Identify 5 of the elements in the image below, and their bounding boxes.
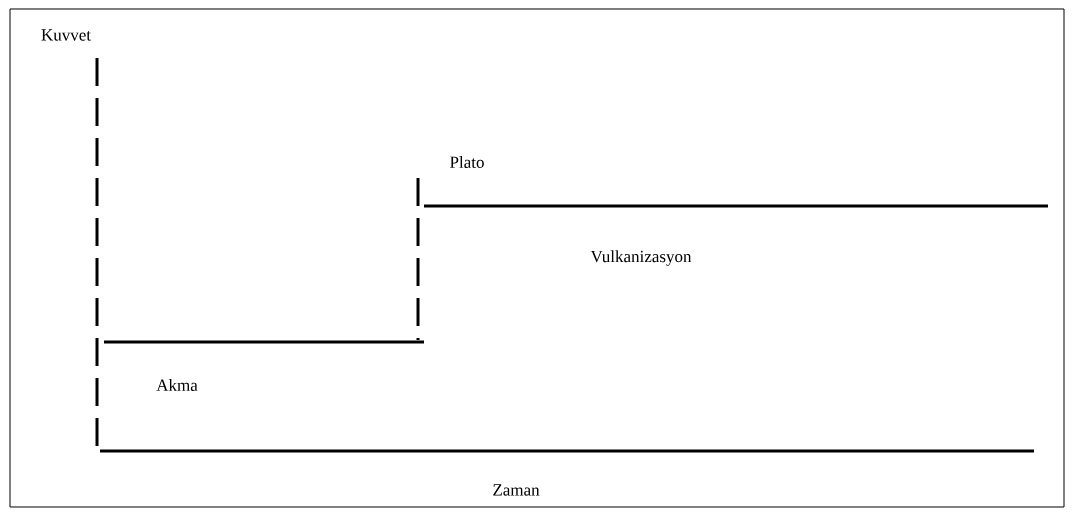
axis-label: Vulkanizasyon <box>590 250 692 266</box>
axis-label: Plato <box>450 156 484 168</box>
axis-label: Kuvvet <box>41 29 91 41</box>
axis-label: Akma <box>156 379 198 391</box>
axis-label: Zaman <box>493 484 540 496</box>
